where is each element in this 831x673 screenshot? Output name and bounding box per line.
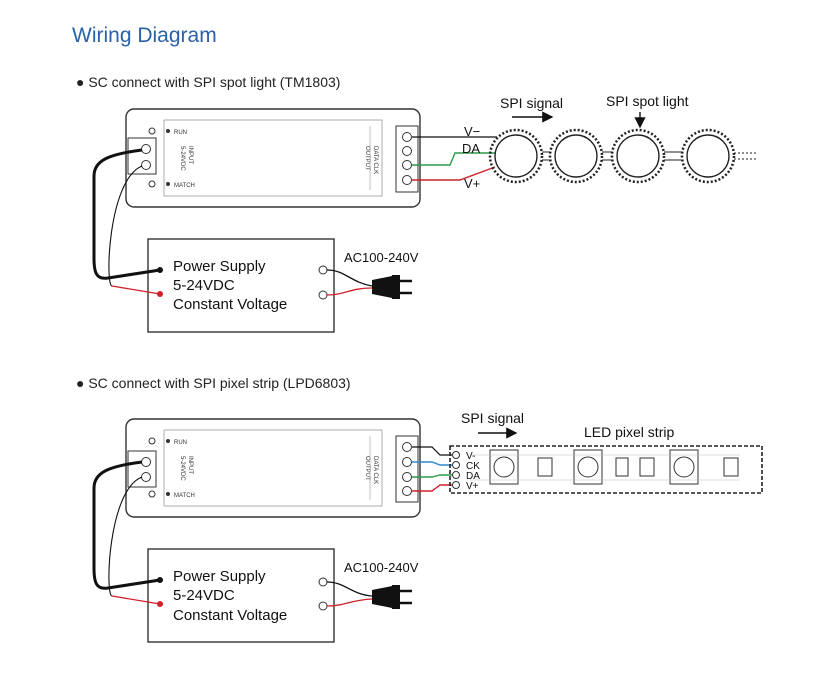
section-1-diagram: RUN MATCH INPUT 5-24VDC OUTPUT DATA CLK … [92, 93, 756, 333]
wire-label-da: DA [466, 471, 480, 482]
section-2-diagram: RUN MATCH INPUT 5-24VDC OUTPUT DATA CLK [92, 410, 763, 643]
output-terminal-1 [395, 125, 419, 193]
controller-1: RUN MATCH INPUT 5-24VDC OUTPUT DATA CLK [125, 108, 421, 208]
power-supply-2: Power Supply 5-24VDC Constant Voltage [147, 548, 335, 643]
wire-label-ck: CK [466, 461, 480, 472]
output-label: OUTPUT [364, 456, 370, 481]
power-supply-voltage: 5-24VDC [173, 277, 235, 294]
controller-2: RUN MATCH INPUT 5-24VDC OUTPUT DATA CLK [125, 418, 421, 518]
page-title: Wiring Diagram [72, 24, 217, 47]
input-label: INPUT [187, 146, 193, 164]
power-supply-title: Power Supply [173, 568, 266, 585]
ac-plug-icon [372, 275, 412, 299]
power-supply-type: Constant Voltage [173, 607, 287, 624]
input-terminal-2 [127, 450, 157, 488]
wire-label-vminus: V- [466, 451, 475, 462]
power-supply-type: Constant Voltage [173, 296, 287, 313]
run-label: RUN [174, 130, 187, 136]
input-terminal-1 [127, 137, 157, 175]
section-1-label: ● SC connect with SPI spot light (TM1803… [76, 74, 341, 90]
ac-input-label-1: AC100-240V [344, 250, 419, 265]
run-label: RUN [174, 440, 187, 446]
ac-input-label-2: AC100-240V [344, 560, 419, 575]
wire-label-vplus: V+ [464, 176, 480, 191]
input-voltage-label: 5-24VDC [179, 146, 185, 171]
input-voltage-label: 5-24VDC [179, 456, 185, 481]
pixel-strip-label: LED pixel strip [584, 424, 674, 440]
match-label: MATCH [174, 493, 195, 499]
spot-light-chain [488, 128, 756, 184]
spi-signal-label-1: SPI signal [500, 95, 563, 111]
input-label: INPUT [187, 456, 193, 474]
wire-label-vplus: V+ [466, 481, 479, 492]
power-supply-title: Power Supply [173, 258, 266, 275]
spot-light-label: SPI spot light [606, 93, 689, 109]
output-pins-label: DATA CLK [372, 456, 378, 484]
section-2-label: ● SC connect with SPI pixel strip (LPD68… [76, 375, 351, 391]
output-label: OUTPUT [364, 146, 370, 171]
led-pixel-strip [449, 445, 763, 494]
wire-label-vminus: V− [464, 124, 480, 139]
ac-plug-icon [372, 585, 412, 609]
wire-label-da: DA [462, 141, 480, 156]
spi-signal-label-2: SPI signal [461, 410, 524, 426]
output-terminal-2 [395, 435, 419, 503]
output-pins-label: DATA CLK [372, 146, 378, 174]
match-label: MATCH [174, 183, 195, 189]
power-supply-1: Power Supply 5-24VDC Constant Voltage [147, 238, 335, 333]
power-supply-voltage: 5-24VDC [173, 587, 235, 604]
